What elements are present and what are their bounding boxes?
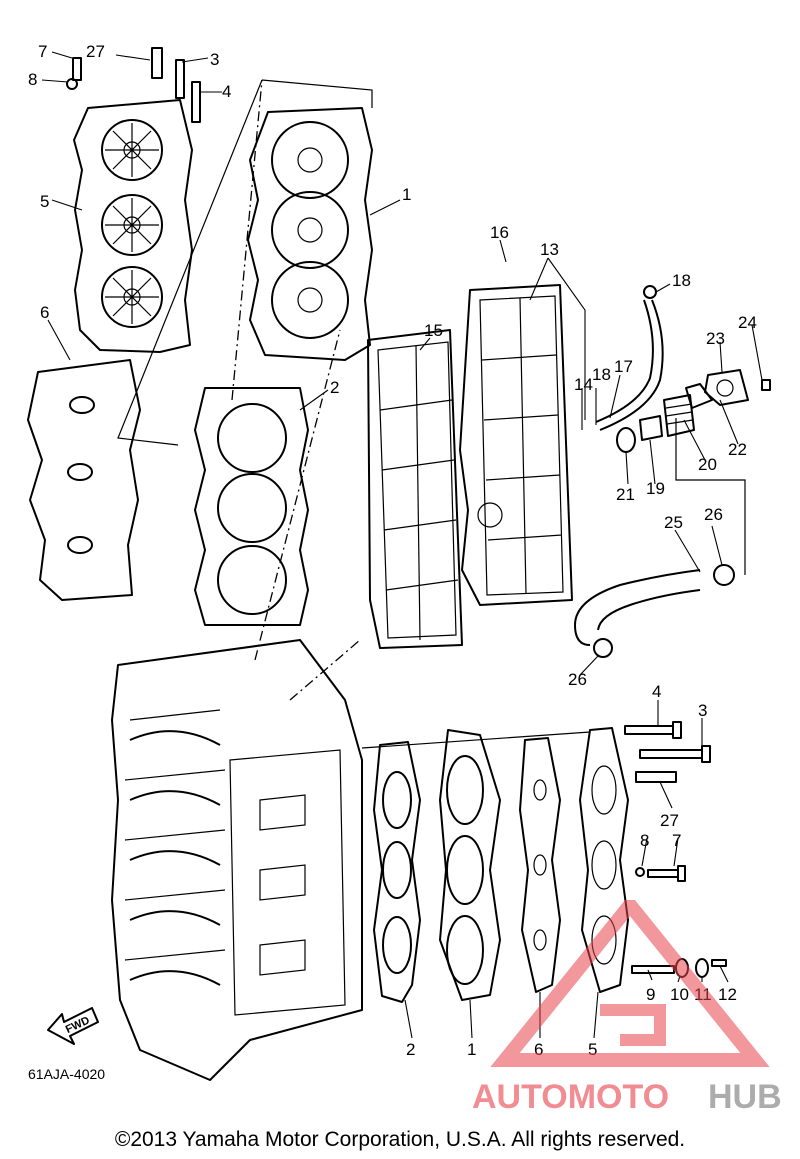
callout-3-bottom: 3 — [698, 701, 707, 720]
cylinder-block — [111, 639, 363, 1081]
head-cover-bottom — [579, 727, 629, 993]
callout-26-bottom: 26 — [568, 670, 587, 689]
exhaust-cover-gasket — [367, 329, 463, 649]
callout-14: 14 — [574, 375, 593, 394]
bolts-bottom — [624, 721, 727, 978]
callout-8-bottom: 8 — [640, 831, 649, 850]
callout-12: 12 — [718, 985, 737, 1004]
callout-13: 13 — [540, 240, 559, 259]
group-bracket-top — [117, 79, 373, 446]
callout-1-bottom: 1 — [467, 1040, 476, 1059]
callout-5-bottom: 5 — [588, 1040, 597, 1059]
bracket-right — [675, 418, 746, 575]
watermark-text-1: AUTOMOTO — [472, 1078, 669, 1115]
callout-23: 23 — [706, 329, 725, 348]
callout-27-top: 27 — [86, 42, 105, 61]
copyright-notice: ©2013 Yamaha Motor Corporation, U.S.A. A… — [114, 1128, 686, 1151]
callout-18-mid: 18 — [592, 365, 611, 384]
cover-gasket-top — [27, 359, 141, 601]
callout-16: 16 — [490, 223, 509, 242]
cover-gasket-bottom — [519, 737, 561, 993]
head-gasket-bottom — [373, 741, 421, 1003]
callout-22: 22 — [728, 440, 747, 459]
thermostat-parts — [616, 369, 771, 453]
callout-17: 17 — [614, 357, 633, 376]
alignment-line-bottom — [361, 731, 591, 749]
bolts-top — [66, 47, 201, 123]
callout-21: 21 — [616, 485, 635, 504]
cylinder-head-bottom — [439, 729, 501, 1001]
callout-5-top: 5 — [40, 192, 49, 211]
callout-10: 10 — [670, 985, 689, 1004]
callout-6-top: 6 — [40, 303, 49, 322]
callout-8-top: 8 — [28, 70, 37, 89]
hose-25 — [574, 564, 735, 658]
callout-4-top: 4 — [222, 82, 231, 101]
callout-2-top: 2 — [330, 378, 339, 397]
callout-1-top: 1 — [402, 185, 411, 204]
diagram-code: 61AJA-4020 — [28, 1066, 106, 1082]
head-cover-top — [73, 99, 193, 353]
callout-4-bottom: 4 — [652, 682, 661, 701]
callout-19: 19 — [646, 479, 665, 498]
fwd-arrow: FWD — [47, 1007, 99, 1045]
callout-7-bottom: 7 — [672, 831, 681, 850]
callout-3-top: 3 — [210, 50, 219, 69]
alignment-line-2 — [254, 329, 341, 661]
watermark-logo: AUTOMOTO HUB — [472, 900, 782, 1115]
callout-20: 20 — [698, 455, 717, 474]
callout-27-bottom: 27 — [660, 811, 679, 830]
callout-2-bottom: 2 — [406, 1040, 415, 1059]
callout-labels: 7 27 3 8 4 5 1 6 2 16 13 18 15 23 24 14 … — [28, 42, 757, 1059]
callout-6-bottom: 6 — [534, 1040, 543, 1059]
callout-24: 24 — [738, 313, 757, 332]
alignment-line-1 — [231, 79, 263, 401]
head-gasket-top — [194, 387, 309, 626]
exhaust-cover — [459, 284, 573, 606]
callout-25: 25 — [664, 513, 683, 532]
leader-lines — [41, 51, 763, 1039]
alignment-line-3 — [289, 639, 361, 701]
callout-18-top: 18 — [672, 271, 691, 290]
watermark-text-2: HUB — [708, 1078, 782, 1115]
callout-9: 9 — [646, 985, 655, 1004]
callout-15: 15 — [424, 321, 443, 340]
cylinder-head-top — [247, 107, 373, 361]
callout-7-top: 7 — [38, 42, 47, 61]
callout-26-top: 26 — [704, 505, 723, 524]
